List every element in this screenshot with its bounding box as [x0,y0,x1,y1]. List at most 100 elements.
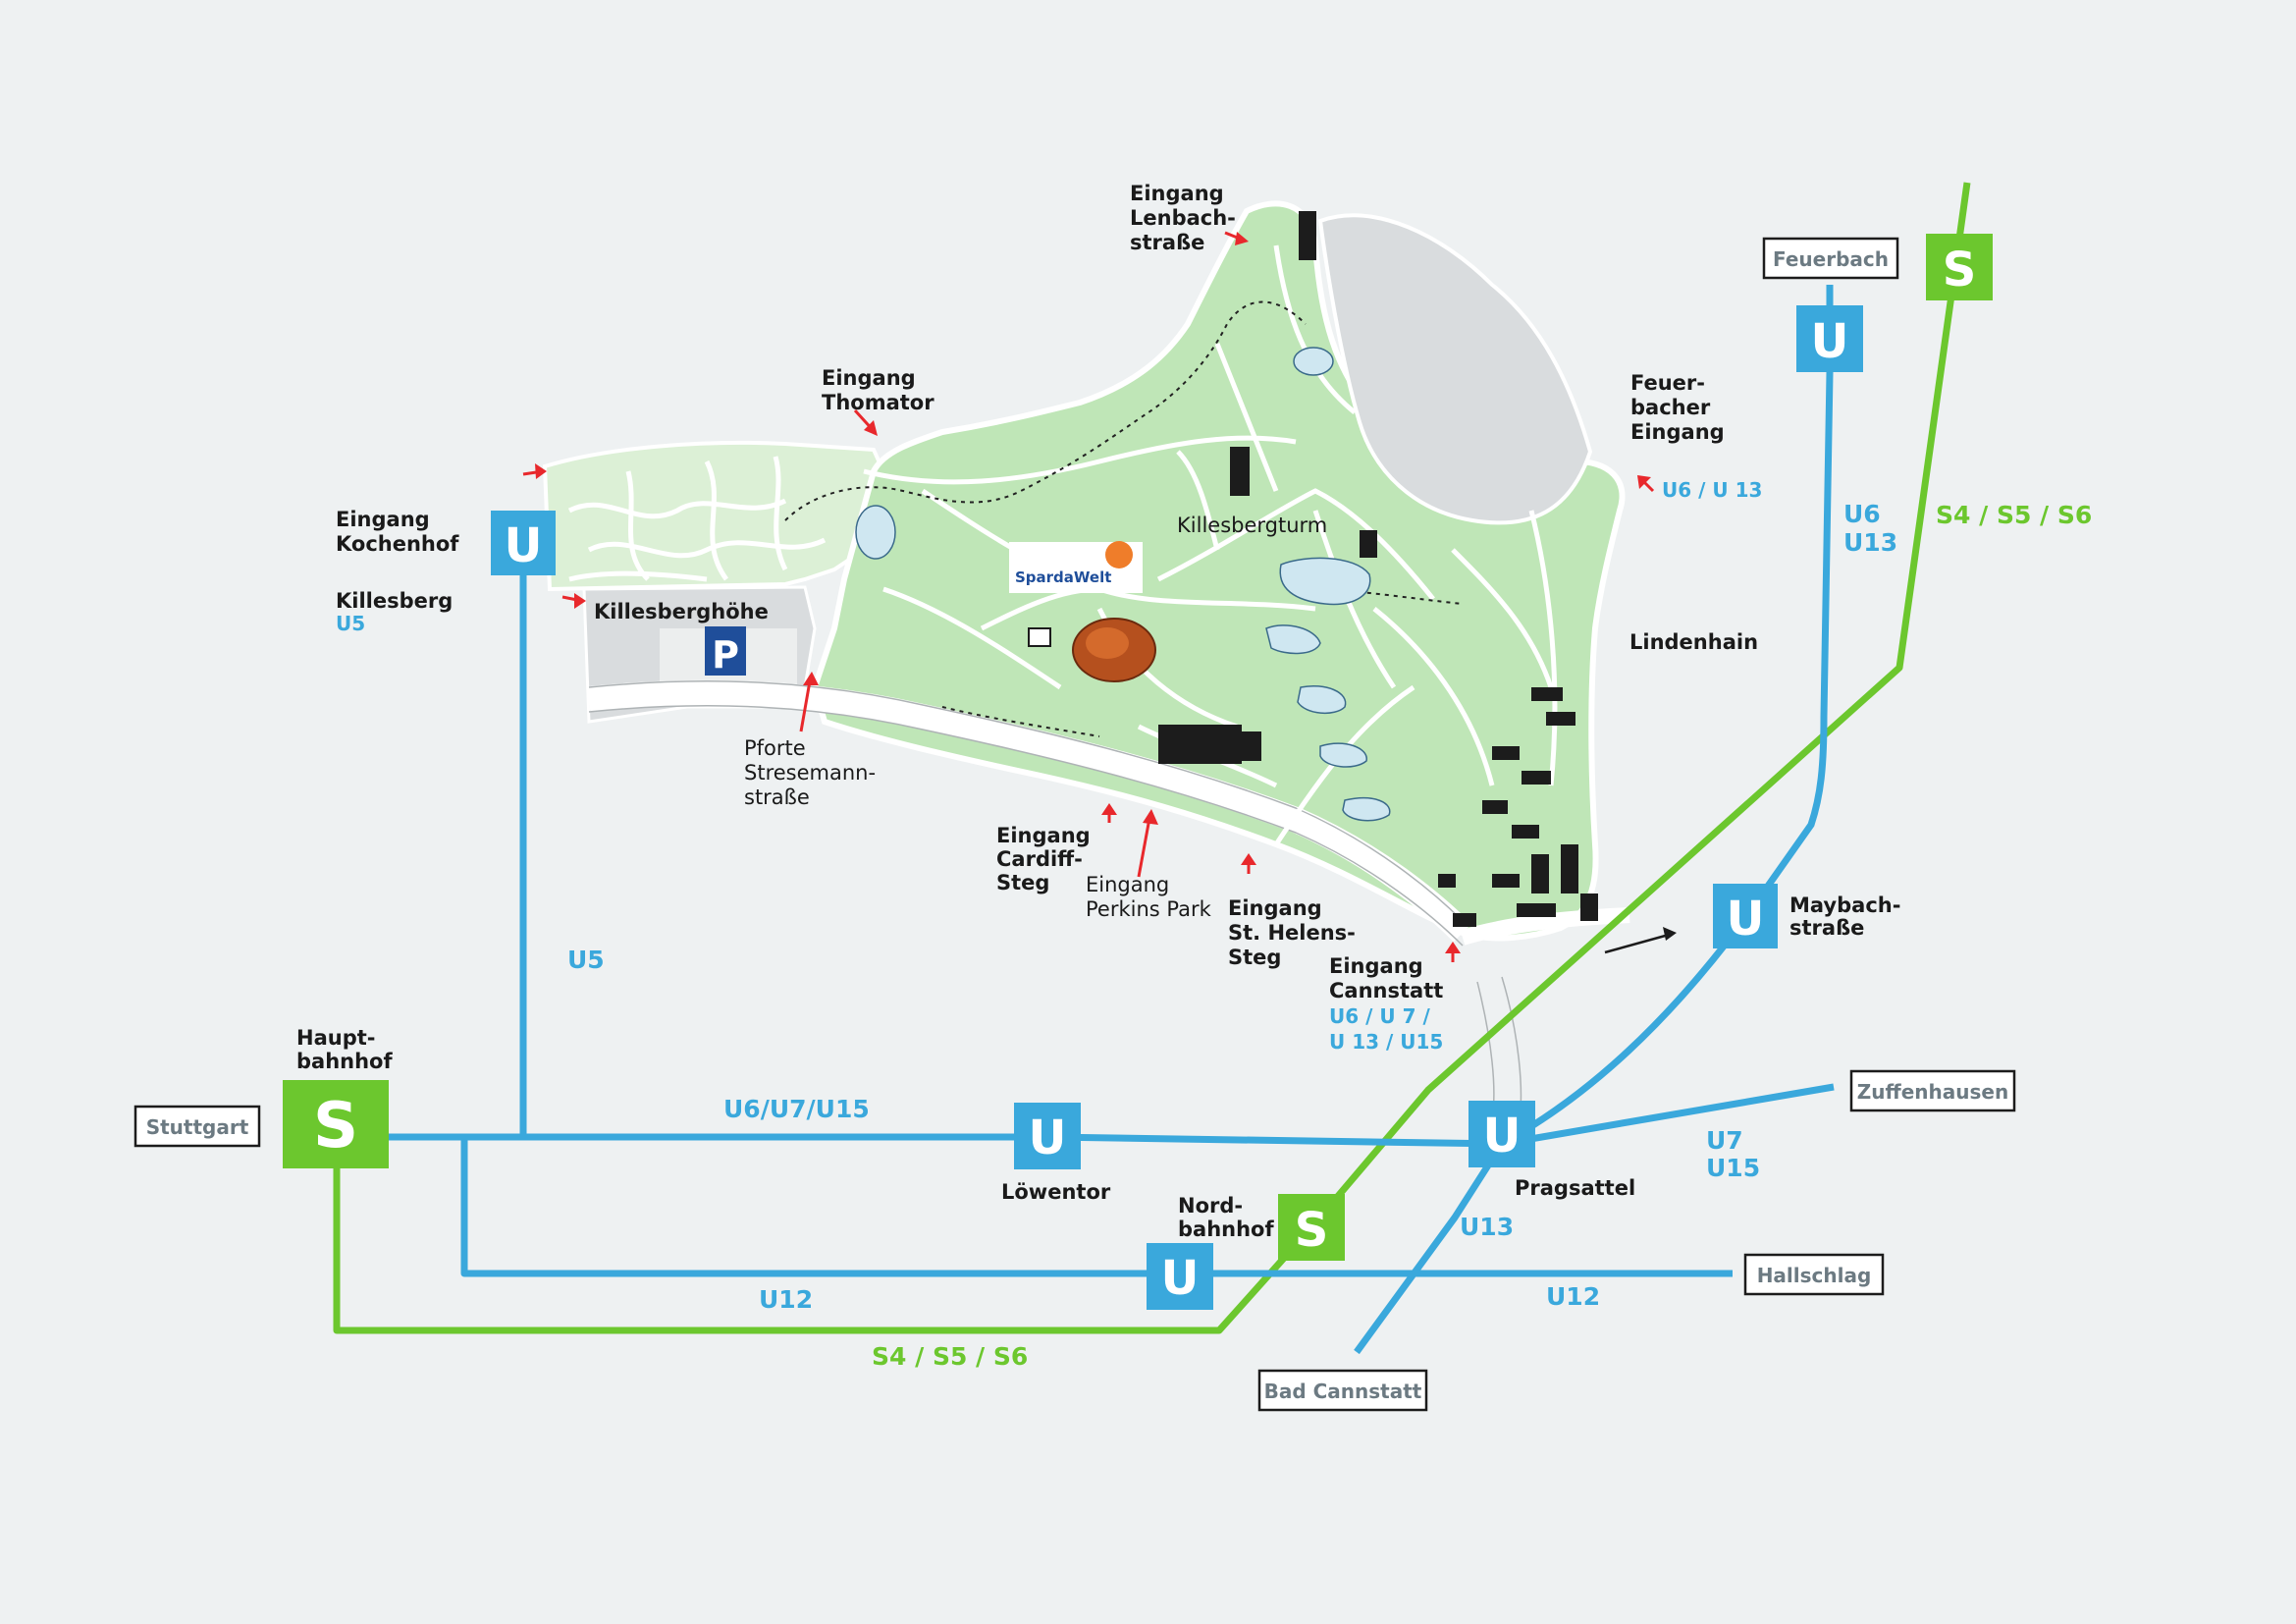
entrance-lenbach-2: Lenbach- [1130,206,1236,230]
entrance-lenbach-3: straße [1130,231,1204,254]
entrance-feuerbacher-3: Eingang [1630,420,1725,444]
entrance-pforte-2: Stresemann- [744,761,876,785]
place-lindenhain: Lindenhain [1629,630,1758,654]
road-direction-arrow-icon [1604,927,1677,954]
entrance-kochenhof-2: Kochenhof [336,532,459,556]
line-label-u13: U13 [1460,1213,1514,1241]
svg-text:U: U [505,518,543,573]
ubahn-icon: U [1014,1103,1081,1169]
line-label-u12-left: U12 [759,1285,813,1314]
red-arrow-icon [1241,853,1256,874]
red-arrow-icon [1445,942,1461,962]
destination-hallschlag: Hallschlag [1743,1253,1885,1296]
station-nordbahnhof-2: bahnhof [1178,1218,1274,1241]
sbahn-icon: S [283,1080,389,1168]
arena-roof [1086,627,1129,659]
red-arrow-icon [1224,231,1249,245]
entrance-thomator-1: Eingang [822,366,916,390]
svg-text:S: S [313,1090,358,1163]
station-pragsattel: Pragsattel [1515,1176,1635,1200]
spardawelt-flame-icon [1105,541,1133,568]
entrance-feuerbacher-lines: U6 / U 13 [1662,478,1762,502]
svg-text:Hallschlag: Hallschlag [1757,1264,1872,1287]
entrance-pforte-1: Pforte [744,736,806,760]
park-area: SpardaWelt P [542,200,1630,1120]
station-loewentor: Löwentor [1001,1180,1111,1204]
destination-stuttgart: Stuttgart [133,1105,261,1148]
svg-text:Stuttgart: Stuttgart [146,1115,249,1139]
line-label-u6: U6 [1843,500,1881,528]
entrance-pforte-3: straße [744,785,810,809]
svg-text:U: U [1161,1251,1200,1306]
sbahn-icon: S [1278,1194,1345,1261]
svg-text:U: U [1029,1110,1067,1165]
ubahn-icon: U [1796,305,1863,372]
arena-annex [1028,627,1051,647]
road-cannstatt-down-2 [1501,976,1522,1120]
entrance-cardiff-2: Cardiff- [996,847,1083,871]
svg-text:U: U [1483,1109,1522,1164]
svg-text:Feuerbach: Feuerbach [1773,247,1889,271]
svg-text:Zuffenhausen: Zuffenhausen [1857,1080,2008,1104]
svg-text:S: S [1295,1203,1329,1258]
entrance-arrows [522,231,1677,962]
line-label-u13-north: U13 [1843,528,1897,557]
ubahn-line-main-trunk [388,1133,1503,1148]
entrance-kochenhof-1: Eingang [336,508,430,531]
entrance-helens-1: Eingang [1228,896,1322,920]
station-maybachstrasse-1: Maybach- [1789,893,1900,917]
entrance-lenbach-1: Eingang [1130,182,1224,205]
place-killesbergturm: Killesbergturm [1177,514,1327,537]
svg-text:P: P [712,633,739,677]
road-south-edge-2 [588,705,1464,947]
entrance-killesberg: Killesberg [336,589,453,613]
line-label-u6-u7-u15: U6/U7/U15 [723,1095,870,1123]
entrance-killesberg-line: U5 [336,612,365,635]
park-dotted-track [784,300,1464,737]
lake-east [1265,624,1321,655]
destination-boxes: Stuttgart Feuerbach Zuffenhausen Hallsch… [133,237,2016,1412]
line-label-s-top: S4 / S5 / S6 [1936,501,2092,529]
entrance-helens-2: St. Helens- [1228,921,1356,945]
line-label-u15: U15 [1706,1154,1760,1182]
destination-zuffenhausen: Zuffenhausen [1849,1069,2016,1112]
line-label-u5: U5 [567,946,605,974]
station-maybachstrasse-2: straße [1789,916,1864,940]
lake-south-1 [1319,742,1367,768]
entrance-cardiff-3: Steg [996,871,1049,894]
svg-text:U: U [1811,314,1849,369]
spardawelt-logo: SpardaWelt [1009,541,1143,593]
line-label-u12-right: U12 [1546,1282,1600,1311]
road-cannstatt-down [1476,981,1495,1120]
red-arrow-icon [522,463,547,479]
ubahn-icon: U [491,511,556,575]
line-labels: U5 U6/U7/U15 U12 U12 U13 U6 U13 U7 U15 S… [567,500,2092,1371]
sbahn-icon: S [1926,234,1993,300]
station-hauptbahnhof-2: bahnhof [296,1050,393,1073]
quarry-area [1317,213,1593,525]
lake-north [1293,347,1334,376]
entrance-thomator-2: Thomator [822,391,934,414]
park-buildings [1158,211,1598,927]
red-arrow-icon [799,672,819,732]
road-south [587,679,1472,943]
ubahn-line-u13 [1354,1142,1505,1355]
entrance-cannstatt-2: Cannstatt [1329,979,1443,1002]
entrance-helens-3: Steg [1228,946,1281,969]
entrance-labels: Eingang Lenbach- straße Eingang Thomator… [336,182,1762,1054]
lake-west [855,505,896,560]
entrance-feuerbacher-2: bacher [1630,396,1711,419]
lake-center [1279,557,1371,606]
place-labels: Killesberghöhe Killesbergturm Lindenhain [594,514,1758,654]
road-east [1460,907,1630,946]
place-killesberghoehe: Killesberghöhe [594,600,769,623]
destination-feuerbach: Feuerbach [1762,237,1899,280]
red-arrow-icon [1637,475,1655,493]
red-arrow-icon [1137,809,1158,878]
ubahn-icon: U [1713,884,1778,948]
park-main [811,200,1626,942]
ubahn-line-u7-u15 [1501,1083,1835,1148]
entrance-perkins-2: Perkins Park [1086,897,1212,921]
entrance-cannstatt-lines-2: U 13 / U15 [1329,1030,1443,1054]
